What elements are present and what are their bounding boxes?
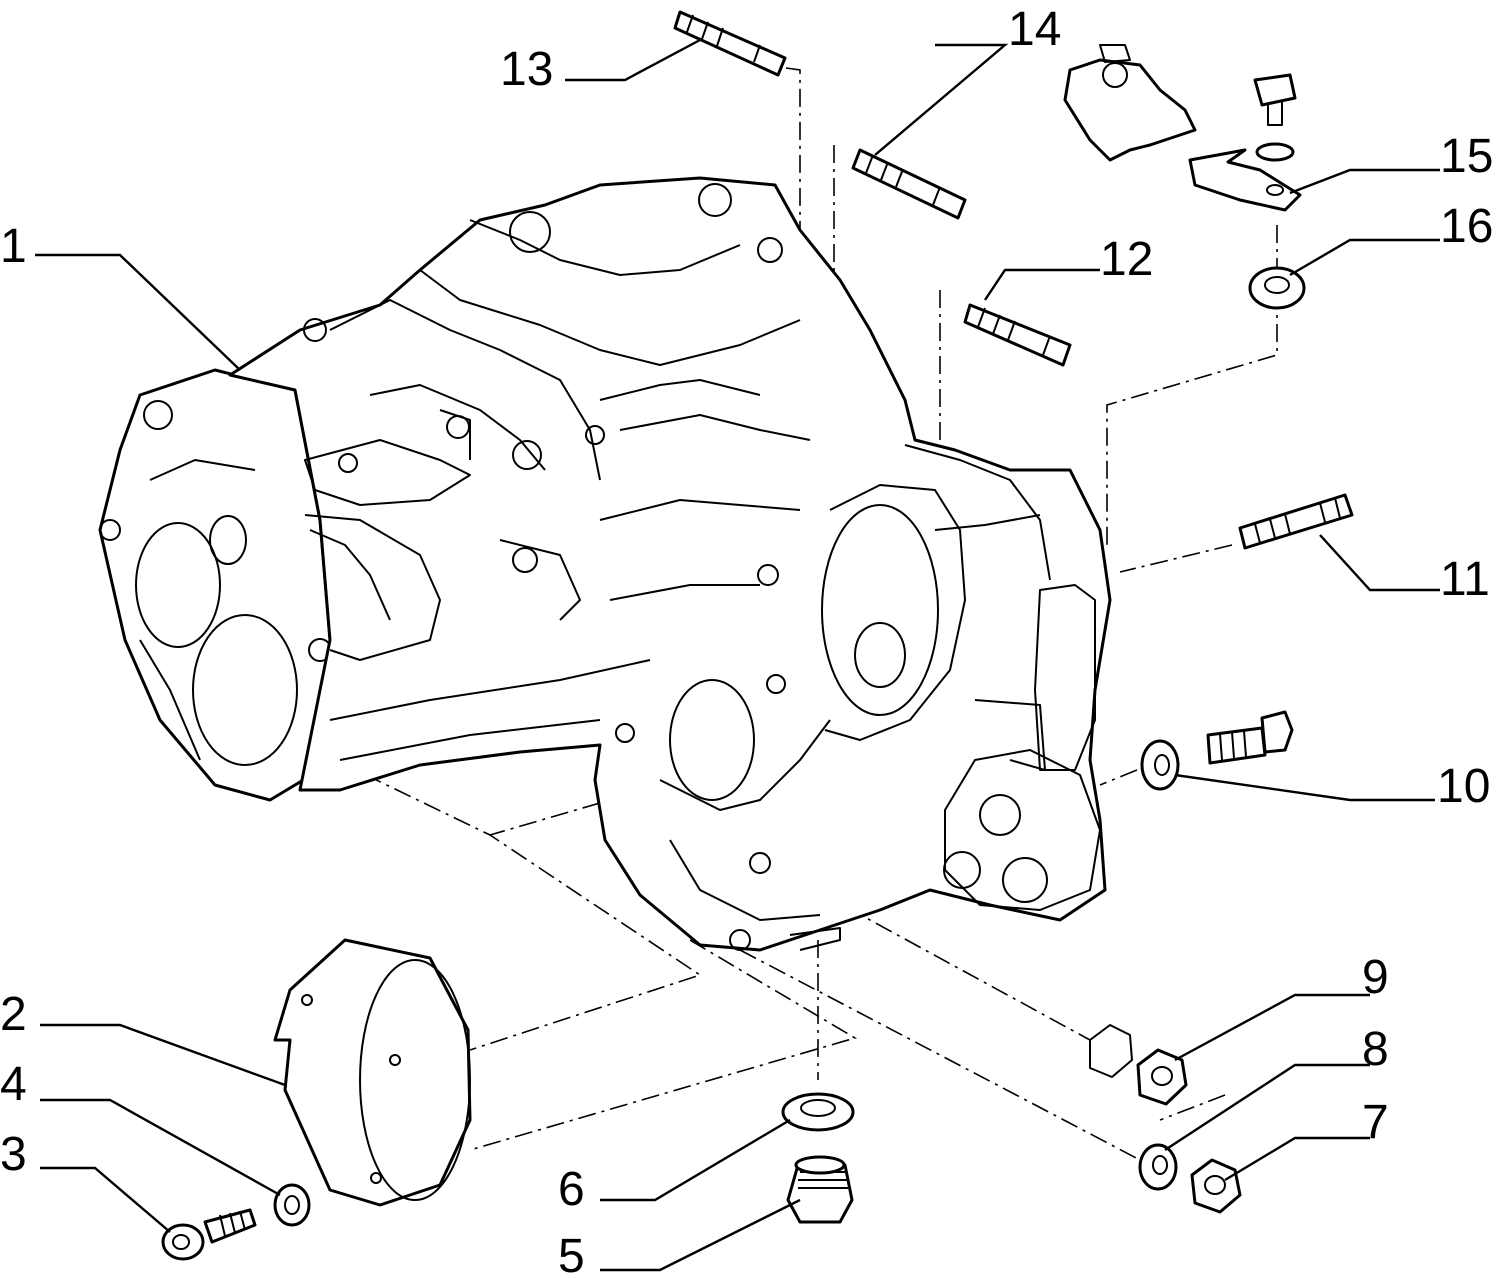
- drain-plug-5: [786, 1155, 854, 1224]
- callout-10: 10: [1437, 760, 1490, 813]
- stud-13: [673, 10, 787, 77]
- callout-14: 14: [1008, 3, 1061, 56]
- speed-sensor-assembly: [1063, 44, 1197, 162]
- leader-lines: [35, 38, 1440, 1272]
- stud-14: [851, 148, 967, 220]
- bolt-3: [161, 1208, 257, 1261]
- washer-16: [1248, 266, 1306, 310]
- callout-labels: 1 2 4 3 13 14 12 15 16 11 10 9 8 7 6 5: [0, 3, 1493, 1278]
- retaining-plate-15: [1188, 73, 1302, 212]
- callout-5: 5: [558, 1230, 585, 1278]
- washer-4: [273, 1183, 311, 1227]
- end-cover: [273, 938, 472, 1207]
- callout-9: 9: [1362, 951, 1389, 1004]
- stud-11: [1238, 493, 1354, 550]
- callout-4: 4: [0, 1058, 27, 1111]
- callout-2: 2: [0, 988, 27, 1041]
- callout-3: 3: [0, 1128, 27, 1181]
- callout-7: 7: [1362, 1096, 1389, 1149]
- gearbox-housing: [98, 176, 1112, 952]
- bolt-washer-10: [1140, 710, 1294, 791]
- washer-8: [1138, 1143, 1178, 1191]
- stud-12: [963, 303, 1072, 367]
- callout-15: 15: [1440, 130, 1493, 183]
- callout-6: 6: [558, 1163, 585, 1216]
- callout-11: 11: [1440, 553, 1490, 606]
- callout-12: 12: [1100, 233, 1153, 286]
- nut-9: [1089, 1024, 1188, 1106]
- callout-13: 13: [500, 43, 553, 96]
- callout-1: 1: [0, 220, 27, 273]
- callout-8: 8: [1362, 1023, 1389, 1076]
- callout-16: 16: [1440, 200, 1493, 253]
- nut-7: [1190, 1158, 1242, 1214]
- seal-ring-6: [781, 1092, 855, 1132]
